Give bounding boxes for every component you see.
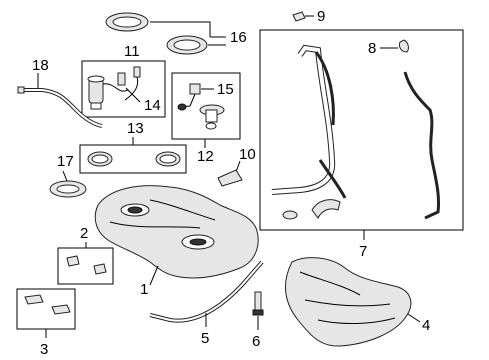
fuel-level-sender — [177, 83, 225, 130]
callout-7: 7 — [359, 243, 367, 260]
pads-box-2 — [57, 247, 114, 285]
callout-1: 1 — [140, 281, 148, 298]
lock-ring-16 — [105, 12, 208, 55]
vent-tube-18 — [17, 86, 103, 128]
callout-6: 6 — [252, 333, 260, 350]
lock-ring-17 — [49, 180, 87, 198]
heat-shield-10 — [217, 169, 243, 187]
pump-assembly-box — [81, 60, 166, 118]
leader-14 — [125, 87, 141, 103]
callout-5: 5 — [201, 330, 209, 347]
callout-18: 18 — [32, 57, 49, 74]
fuel-pump-module — [87, 66, 141, 110]
pads-2 — [66, 255, 107, 275]
callout-13: 13 — [127, 120, 144, 137]
callout-2: 2 — [80, 225, 88, 242]
leader-4 — [407, 313, 421, 323]
pads-3 — [24, 294, 71, 315]
gaskets-13 — [87, 151, 181, 167]
vent-line-8 — [399, 39, 440, 220]
fuel-tank-1 — [94, 185, 259, 279]
callout-9: 9 — [317, 8, 325, 25]
bolt-6 — [252, 291, 264, 316]
gasket-box — [79, 144, 187, 174]
callout-3: 3 — [40, 341, 48, 358]
callout-16: 16 — [230, 29, 247, 46]
clip-9 — [292, 11, 306, 22]
callout-12: 12 — [197, 148, 214, 165]
leader-16a — [150, 21, 211, 37]
callout-17: 17 — [57, 153, 74, 170]
callout-15: 15 — [217, 81, 234, 98]
filler-pipe-7 — [271, 44, 347, 220]
callout-4: 4 — [422, 317, 430, 334]
leader-17 — [62, 170, 68, 182]
callout-8: 8 — [368, 40, 376, 57]
filler-pipe-box-7 — [259, 29, 464, 231]
leader-1 — [149, 265, 159, 286]
heat-shield-4 — [285, 257, 412, 347]
callout-14: 14 — [144, 97, 161, 114]
callout-11: 11 — [124, 43, 140, 60]
callout-10: 10 — [239, 146, 256, 163]
tank-strap-5 — [149, 260, 264, 323]
sender-unit-box — [171, 72, 241, 140]
